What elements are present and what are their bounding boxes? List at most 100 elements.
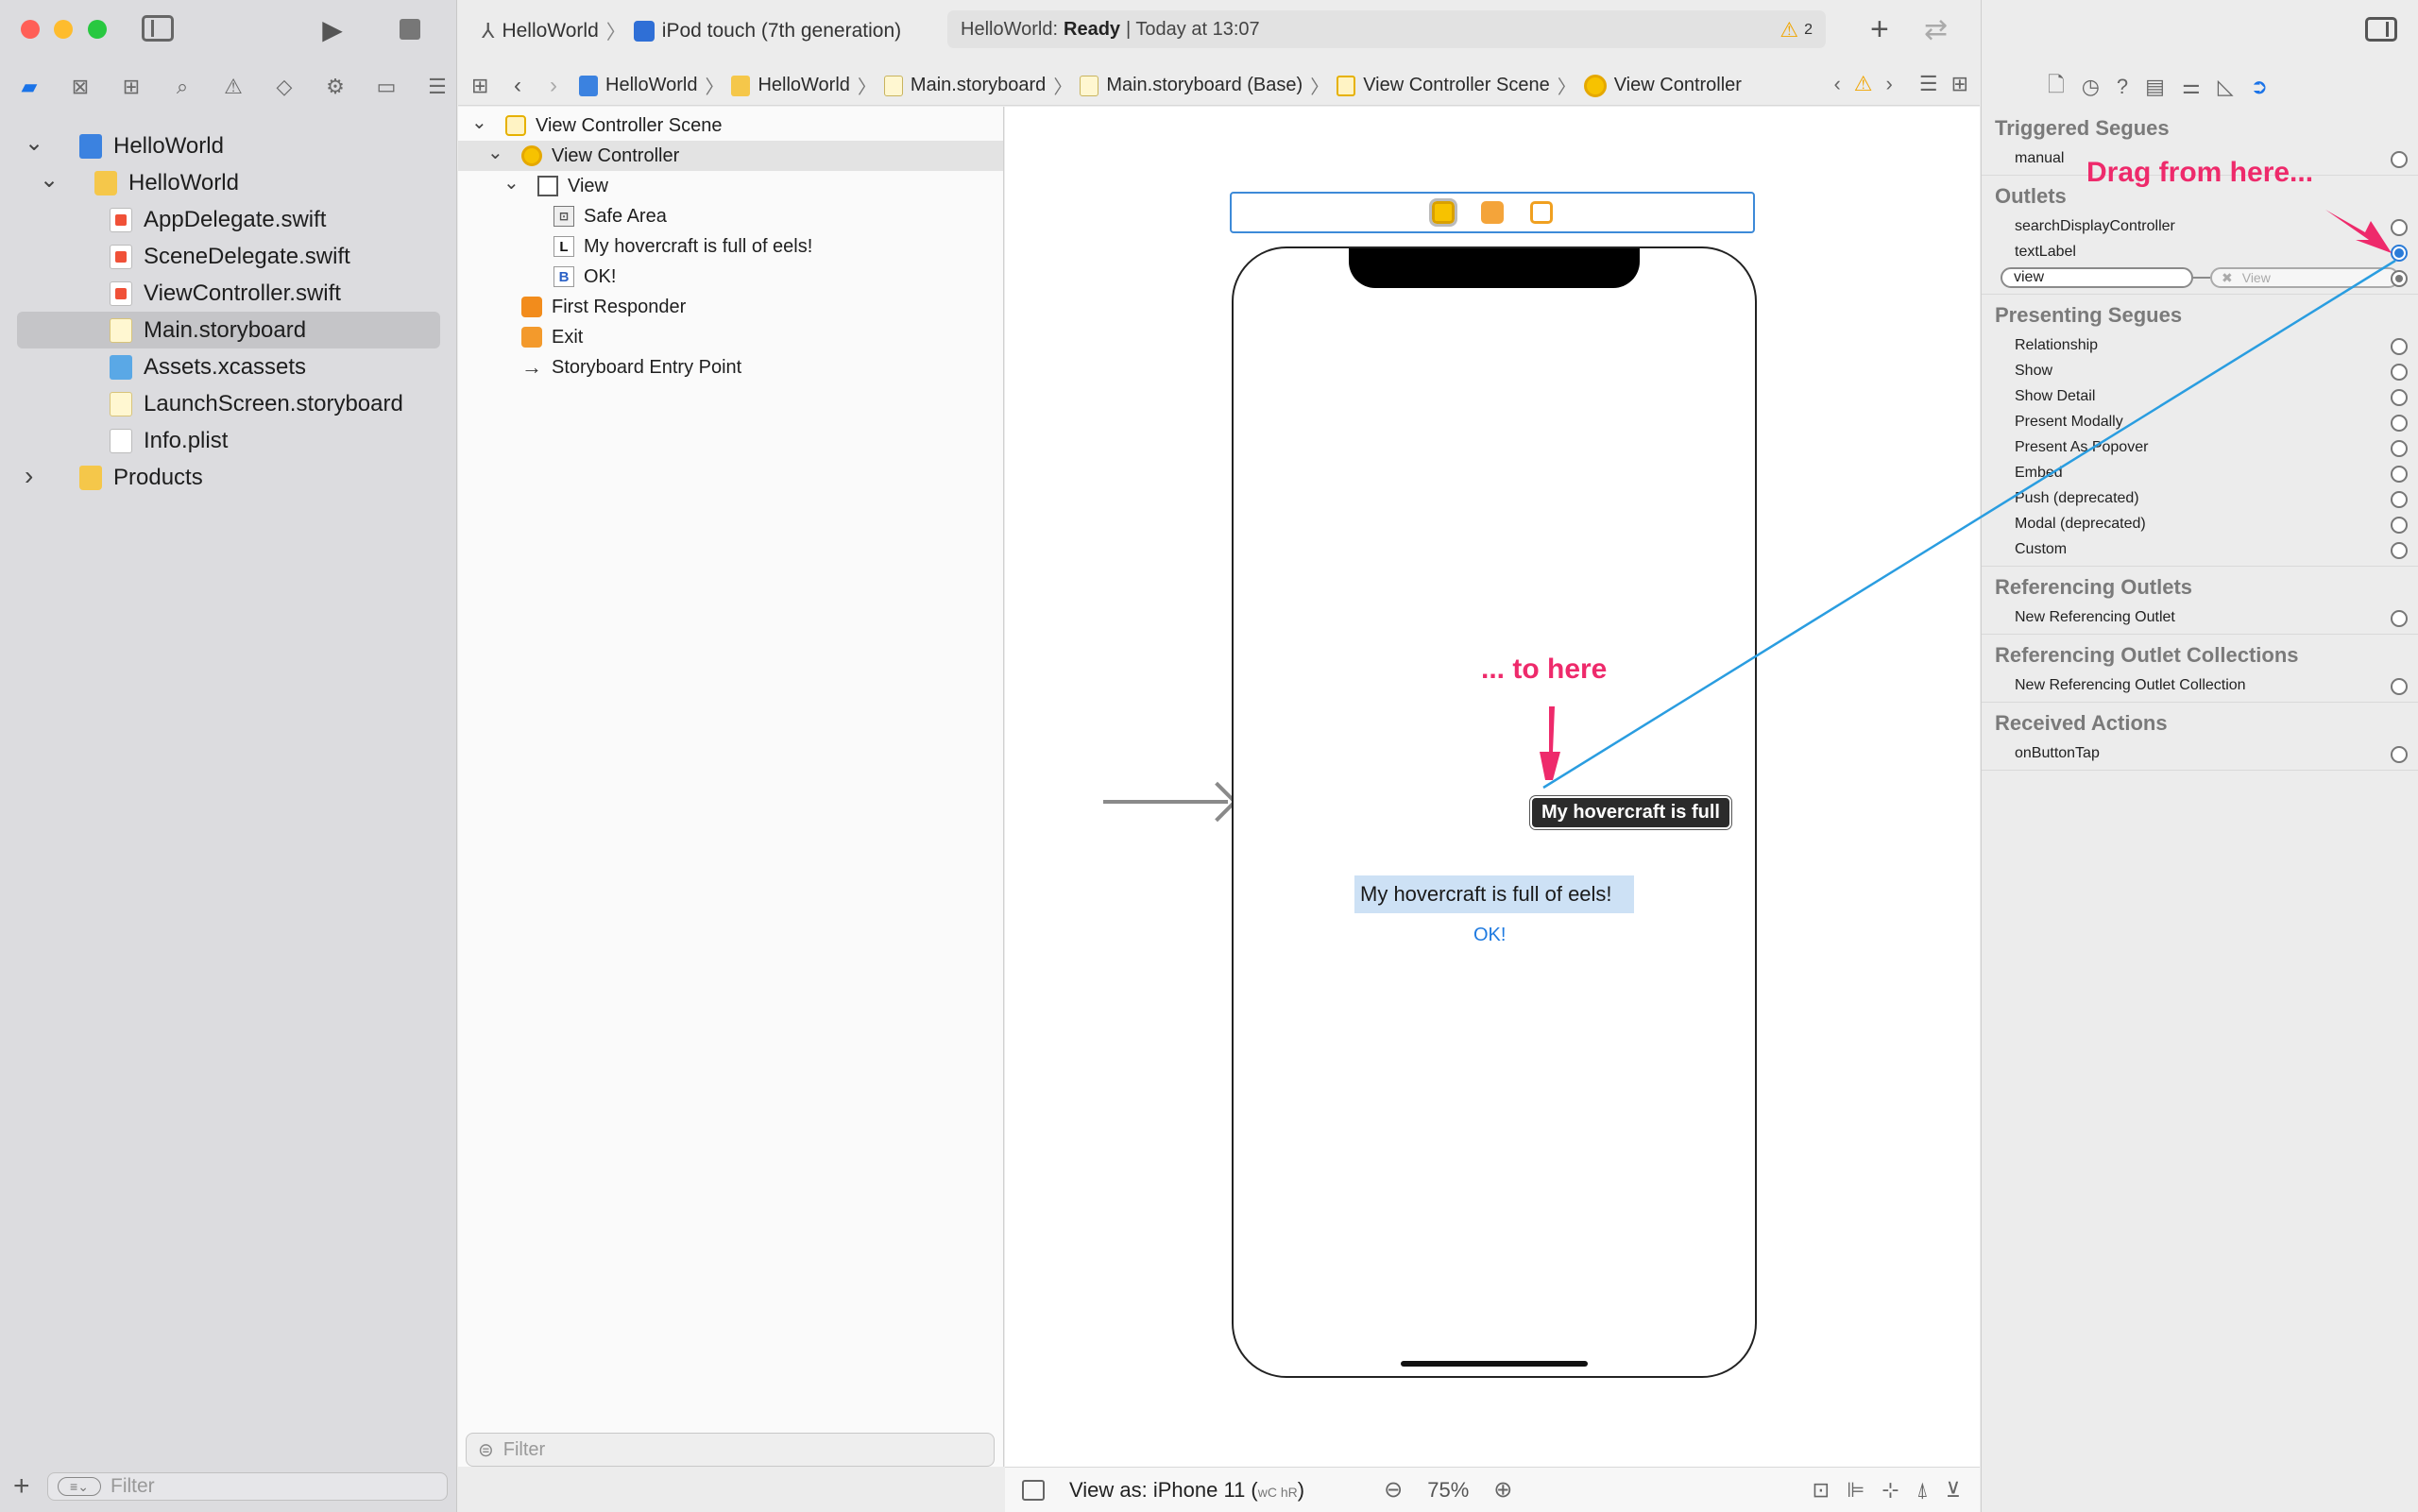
test-navigator-tab-icon[interactable]: ◇ [276,75,293,98]
navigator-item[interactable]: AppDelegate.swift [0,201,457,238]
hovercraft-label[interactable]: My hovercraft is full of eels! [1354,875,1634,913]
add-file-icon[interactable]: + [13,1470,30,1502]
connection-circle-icon[interactable] [2391,610,2408,627]
file-inspector-tab-icon[interactable]: 🗋 [2048,73,2065,96]
navigator-filter-input[interactable]: ≡⌄ Filter [47,1472,448,1501]
outline-item[interactable]: Exit [458,322,1003,352]
connection-circle-icon[interactable] [2391,151,2408,168]
first-responder-dock-icon[interactable] [1481,201,1504,224]
next-issue-icon[interactable]: › [1885,72,1893,95]
storyboard-canvas[interactable]: My hovercraft is full of eels! OK! [1005,107,1980,1467]
navigator-item[interactable]: LaunchScreen.storyboard [0,385,457,422]
connection-circle-icon[interactable] [2391,491,2408,508]
connection-row[interactable]: searchDisplayController [1982,213,2418,239]
breadcrumb-item[interactable]: View Controller [1576,74,1749,97]
breadcrumb-item[interactable]: View Controller Scene [1329,75,1558,96]
connection-circle-icon[interactable] [2391,746,2408,763]
connection-row[interactable]: New Referencing Outlet Collection [1982,672,2418,698]
connection-row[interactable]: Present Modally [1982,409,2418,434]
project-navigator-tab-icon[interactable]: ▰ [21,75,38,98]
connection-row[interactable]: Relationship [1982,332,2418,358]
outline-item[interactable]: ⌄View Controller Scene [458,110,1003,141]
connection-circle-icon[interactable] [2391,517,2408,534]
breadcrumb-item[interactable]: HelloWorld [571,75,705,96]
embed-in-icon[interactable]: ⊻ [1945,1477,1961,1502]
breakpoint-navigator-tab-icon[interactable]: ▭ [376,75,397,98]
outline-item[interactable]: →Storyboard Entry Point [458,352,1003,382]
outline-item[interactable]: ⊡Safe Area [458,201,1003,231]
navigator-item[interactable]: Main.storyboard [17,312,440,348]
run-button[interactable]: ▶ [322,14,343,44]
identity-inspector-tab-icon[interactable]: ▤ [2145,75,2165,98]
connection-row[interactable]: Custom [1982,536,2418,562]
disclosure-open-icon[interactable]: ⌄ [25,130,44,156]
inspector-toggle-icon[interactable] [2365,17,2397,42]
stop-button[interactable] [400,19,420,40]
view-as-device-button[interactable]: View as: iPhone 11 (wC hR) [1069,1478,1304,1503]
zoom-level[interactable]: 75% [1427,1477,1470,1502]
history-inspector-tab-icon[interactable]: ◷ [2081,75,2100,98]
outline-item[interactable]: First Responder [458,292,1003,322]
add-editor-icon[interactable]: ⊞ [1950,72,1968,95]
connection-circle-icon[interactable] [2391,389,2408,406]
zoom-window-button[interactable] [88,20,107,39]
code-review-icon[interactable]: ⇄ [1924,14,1949,45]
disconnect-icon[interactable]: ✖ [2222,269,2233,285]
help-inspector-tab-icon[interactable]: ? [2116,75,2129,98]
connection-row[interactable]: Embed [1982,460,2418,485]
disclosure-open-icon[interactable]: ⌄ [471,112,487,133]
navigator-item[interactable]: ⌄HelloWorld [0,127,457,164]
attributes-inspector-tab-icon[interactable]: ⚌ [2181,75,2201,98]
breadcrumb-item[interactable]: Main.storyboard [877,75,1053,96]
ok-button[interactable]: OK! [1473,925,1507,945]
connection-row[interactable]: view✖View [1982,264,2418,290]
symbol-navigator-tab-icon[interactable]: ⊞ [122,75,141,98]
outline-item[interactable]: ⌄View Controller [458,141,1003,171]
library-add-icon[interactable]: + [1870,11,1889,47]
connection-row[interactable]: Modal (deprecated) [1982,511,2418,536]
navigator-toggle-icon[interactable] [142,15,174,42]
find-navigator-tab-icon[interactable]: ⌕ [176,75,189,98]
navigator-item[interactable]: ›Products [0,459,457,496]
align-icon[interactable]: ⊫ [1847,1477,1865,1502]
connection-row[interactable]: Show [1982,358,2418,383]
source-control-tab-icon[interactable]: ⊠ [71,75,90,98]
navigator-item[interactable]: ViewController.swift [0,275,457,312]
debug-navigator-tab-icon[interactable]: ⚙ [326,75,345,98]
previous-issue-icon[interactable]: ‹ [1833,72,1841,95]
back-icon[interactable]: ‹ [514,72,521,98]
toggle-outline-icon[interactable] [1022,1479,1045,1501]
update-frames-icon[interactable]: ⊡ [1812,1477,1831,1502]
connection-circle-icon[interactable] [2391,415,2408,432]
connection-row[interactable]: textLabel [1982,239,2418,264]
connection-circle-icon[interactable] [2391,678,2408,695]
minimize-window-button[interactable] [54,20,73,39]
connection-row[interactable]: Push (deprecated) [1982,485,2418,511]
connection-circle-icon[interactable] [2391,440,2408,457]
connection-row[interactable]: onButtonTap [1982,740,2418,766]
scheme-selector[interactable]: ⅄ HelloWorld 〉 iPod touch (7th generatio… [482,17,901,45]
forward-icon[interactable]: › [550,72,557,98]
report-navigator-tab-icon[interactable]: ☰ [428,75,447,98]
outline-item[interactable]: ⌄View [458,171,1003,201]
connection-row[interactable]: Show Detail [1982,383,2418,409]
storyboard-entry-point-arrow[interactable] [1103,800,1228,804]
disclosure-open-icon[interactable]: ⌄ [487,143,503,163]
view-controller-dock-icon[interactable] [1429,198,1457,227]
connection-circle-icon[interactable] [2391,338,2408,355]
connection-circle-icon[interactable] [2391,219,2408,236]
connection-row[interactable]: New Referencing Outlet [1982,604,2418,630]
issue-warning-icon[interactable]: ⚠ [1853,72,1873,95]
filter-options-icon[interactable]: ≡⌄ [58,1477,101,1496]
connection-circle-icon[interactable] [2391,364,2408,381]
disclosure-open-icon[interactable]: ⌄ [503,173,519,194]
outlet-target-pill[interactable]: ✖View [2210,267,2399,288]
size-inspector-tab-icon[interactable]: ◺ [2217,75,2234,98]
disclosure-closed-icon[interactable]: › [25,461,34,490]
warnings-badge[interactable]: ⚠ 2 [1779,18,1813,42]
related-items-icon[interactable]: ⊞ [471,73,489,97]
outline-filter-input[interactable]: ⊜ Filter [466,1433,995,1467]
resolve-issues-icon[interactable]: ⍋ [1916,1477,1929,1502]
connection-row[interactable]: Present As Popover [1982,434,2418,460]
